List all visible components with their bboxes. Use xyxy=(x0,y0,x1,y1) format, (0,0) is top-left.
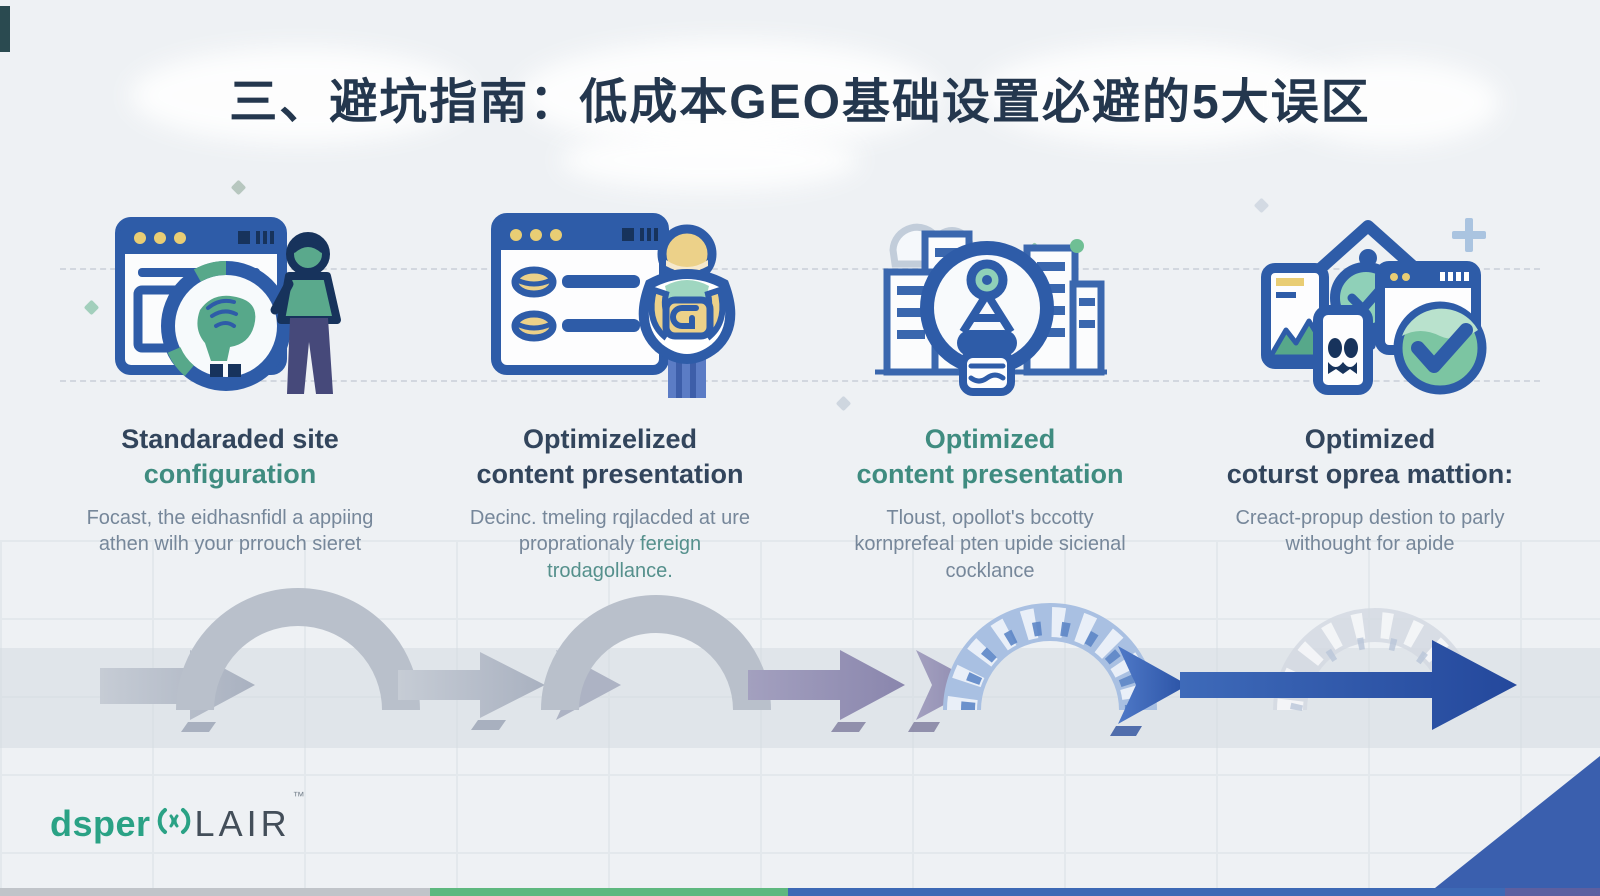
step-heading-line1: Optimized xyxy=(1304,424,1436,454)
cloud-decor xyxy=(130,48,470,143)
steps-row: Standaraded site configuration Focast, t… xyxy=(40,178,1560,584)
step-column-1: Standaraded site configuration Focast, t… xyxy=(40,178,420,584)
step-heading: Optimized coturst oprea mattion: xyxy=(1227,422,1514,491)
process-arrow-flow xyxy=(100,588,1517,736)
step-heading: Optimized content presentation xyxy=(856,422,1123,491)
dashed-guideline xyxy=(60,380,1540,382)
step-description-accent: fereign trodagollance. xyxy=(547,533,702,582)
city-antenna-bulb-icon xyxy=(859,178,1121,408)
bottom-bar-blue-segment xyxy=(788,888,1505,896)
step-column-4: Optimized coturst oprea mattion: Creact-… xyxy=(1180,178,1560,584)
step-description: Creact-propup destion to parly withought… xyxy=(1235,507,1505,556)
step-column-2: Optimizelized content presentation Decin… xyxy=(420,178,800,584)
cloud-decor xyxy=(980,45,1340,145)
corner-chip-decor xyxy=(0,6,10,52)
bottom-bar-purple-segment xyxy=(1505,888,1600,896)
dashed-guideline xyxy=(60,268,1540,270)
step-column-3: Optimized content presentation Tloust, o… xyxy=(800,178,1180,584)
step-description: Decinc. tmeling rqjlacded at ure proprat… xyxy=(460,505,760,584)
browser-globe-person-icon xyxy=(104,178,356,408)
brand-logo-suffix-text: LAIR xyxy=(194,802,291,844)
step-heading-line2: coturst oprea mattion: xyxy=(1226,458,1514,489)
brand-logo-text: dsper xyxy=(50,802,151,844)
circular-arrows-icon xyxy=(155,802,193,845)
step-heading-line2: content presentation xyxy=(856,458,1124,489)
step-description: Focast, the eidhasnfidl a appiing athen … xyxy=(86,507,374,556)
bottom-bar-green-segment xyxy=(430,888,788,896)
trademark-symbol: ™ xyxy=(292,788,309,803)
step-heading-line1: Optimized xyxy=(924,424,1056,454)
step-heading-line1: Standaraded site xyxy=(121,424,339,454)
bottom-color-bar xyxy=(0,888,1600,896)
step-description: Tloust, opollot's bccotty kornprefeal pt… xyxy=(854,507,1126,582)
cloud-decor xyxy=(1280,60,1500,145)
brand-logo-suffix: LAIR™ xyxy=(194,789,307,845)
step-heading-line1: Optimizelized xyxy=(522,424,698,454)
page-title: 三、避坑指南：低成本GEO基础设置必避的5大误区 xyxy=(229,76,1371,129)
step-heading: Optimizelized content presentation xyxy=(476,422,743,491)
house-devices-check-icon xyxy=(1244,178,1496,408)
step-heading: Standaraded site configuration xyxy=(121,422,339,491)
step-heading-line2: content presentation xyxy=(476,458,744,489)
brand-logo: dsper LAIR™ xyxy=(50,789,307,845)
cloud-decor xyxy=(560,130,860,190)
bottom-bar-gray-segment xyxy=(0,888,430,896)
step-heading-line2: configuration xyxy=(143,458,317,489)
browser-list-person-icon xyxy=(484,178,736,408)
step-description-text: Decinc. tmeling rqjlacded at ure proprat… xyxy=(469,507,751,556)
plus-decor-icon xyxy=(1452,218,1486,252)
